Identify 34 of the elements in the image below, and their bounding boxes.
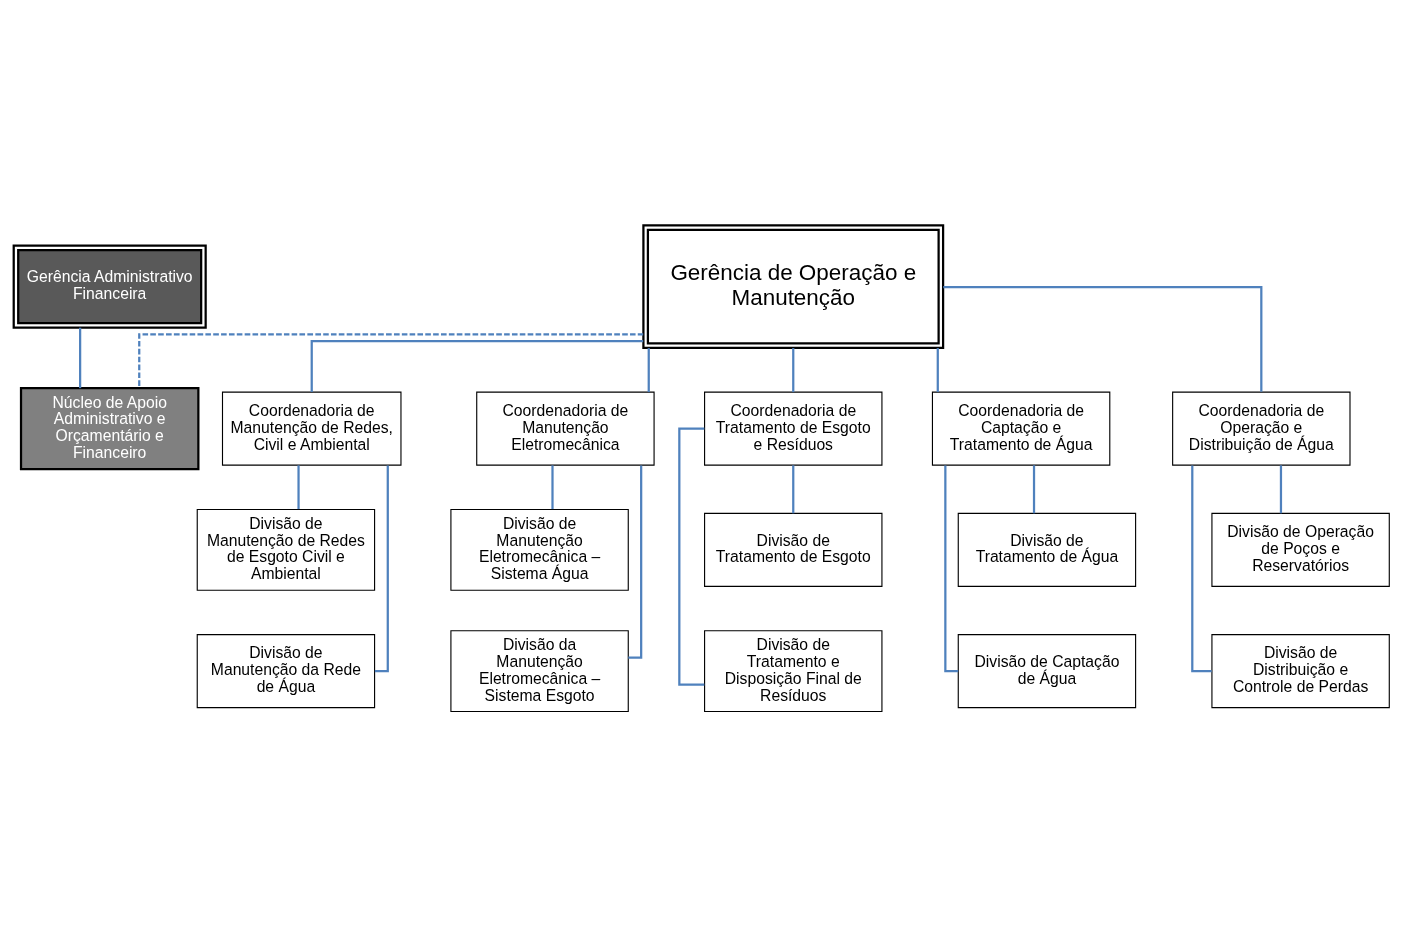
connector bbox=[792, 464, 795, 513]
node-box: Gerência Administrativo Financeira bbox=[12, 244, 207, 329]
connector bbox=[936, 347, 939, 392]
connector bbox=[79, 327, 82, 388]
connector bbox=[374, 465, 389, 672]
node-box: Divisão de Operação de Poços e Reservatórios bbox=[1211, 512, 1390, 587]
node-box: Divisão da Manutenção Eletromecânica – Sistema Esgoto bbox=[450, 629, 629, 712]
connector bbox=[628, 464, 643, 659]
connector bbox=[297, 464, 300, 509]
node-box: Divisão de Manutenção de Redes de Esgoto Civil e Ambiental bbox=[196, 508, 376, 591]
connector bbox=[792, 347, 795, 392]
node-box: Divisão de Tratamento de Água bbox=[957, 512, 1137, 587]
node-box: Divisão de Tratamento e Disposição Final de Resíduos bbox=[704, 629, 883, 712]
connector bbox=[551, 464, 554, 509]
connector bbox=[678, 427, 705, 686]
node-box: Coordenadoria de Tratamento de Esgoto e Resíduos bbox=[704, 391, 883, 466]
node-box: Divisão de Manutenção da Rede de Água bbox=[196, 633, 376, 708]
node-box: Gerência de Operação e Manutenção bbox=[642, 223, 945, 349]
connector bbox=[1279, 464, 1283, 513]
connector bbox=[944, 465, 959, 672]
node-box: Divisão de Distribuição e Controle de Perdas bbox=[1211, 633, 1390, 708]
node-box: Divisão de Tratamento de Esgoto bbox=[704, 512, 883, 587]
connector bbox=[647, 347, 650, 392]
node-box: Coordenadoria de Manutenção Eletromecânica bbox=[476, 391, 655, 466]
node-box: Coordenadoria de Captação e Tratamento de Água bbox=[931, 391, 1111, 466]
node-box: Coordenadoria de Operação e Distribuição de Água bbox=[1172, 391, 1351, 466]
node-box: Coordenadoria de Manutenção de Redes, Civil e Ambiental bbox=[221, 391, 402, 466]
connector bbox=[138, 332, 644, 388]
node-box: Divisão de Manutenção Eletromecânica – Sistema Água bbox=[450, 508, 629, 591]
node-box: Núcleo de Apoio Administrativo e Orçamentário e Financeiro bbox=[19, 386, 200, 470]
node-box: Divisão de Captação de Água bbox=[957, 633, 1137, 708]
connector bbox=[1032, 464, 1036, 513]
connector bbox=[310, 339, 644, 392]
connector bbox=[943, 285, 1263, 392]
